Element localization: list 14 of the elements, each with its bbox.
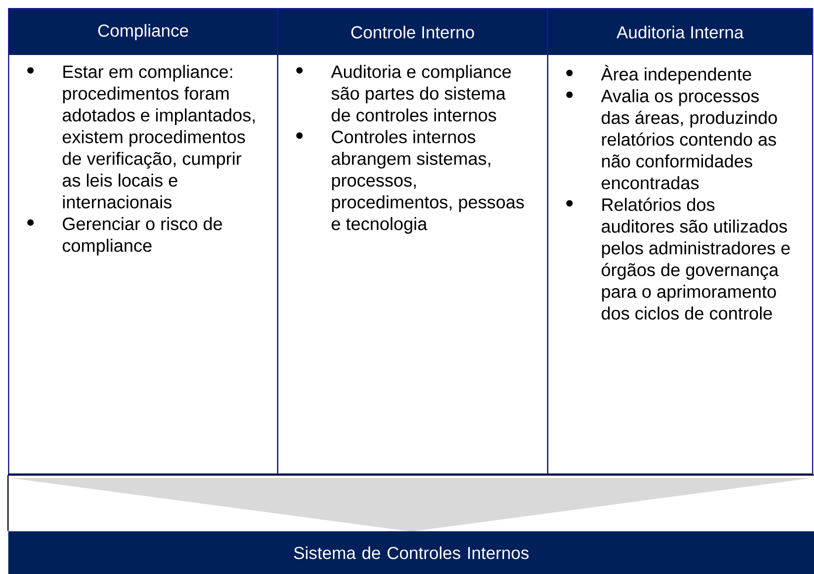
list-item: Auditoria e compliance são partes do sistema de controles internos (330, 64, 511, 122)
summary-bar: Sistema de Controles Internos (8, 531, 814, 574)
list-item: Controles internos abrangem sistemas, processos, procedimentos, pessoas e tecnologia (332, 130, 524, 234)
list-item: Gerenciar o risco de compliance (62, 217, 222, 256)
table-column (547, 8, 814, 475)
list-item: Estar em compliance: procedimentos foram adotados e implantados, existem procedimentos de verificação, cumprir as leis locais e internacionais (62, 64, 255, 208)
column-heading: Compliance (98, 24, 188, 40)
column-heading: Controle Interno (351, 26, 474, 38)
column-heading: Auditoria Interna (616, 26, 744, 38)
list-item: Àrea independente (600, 64, 752, 84)
list-item: Avalia os processos das áreas, produzindo relatórios contendo as não conformidades encontradas (600, 89, 777, 190)
table-column (8, 8, 278, 475)
list-item: Relatórios dos auditores são utilizados pelos administradores e órgãos de governança para o aprimoramento dos ciclos de controle (602, 198, 790, 320)
table-column (277, 8, 548, 475)
